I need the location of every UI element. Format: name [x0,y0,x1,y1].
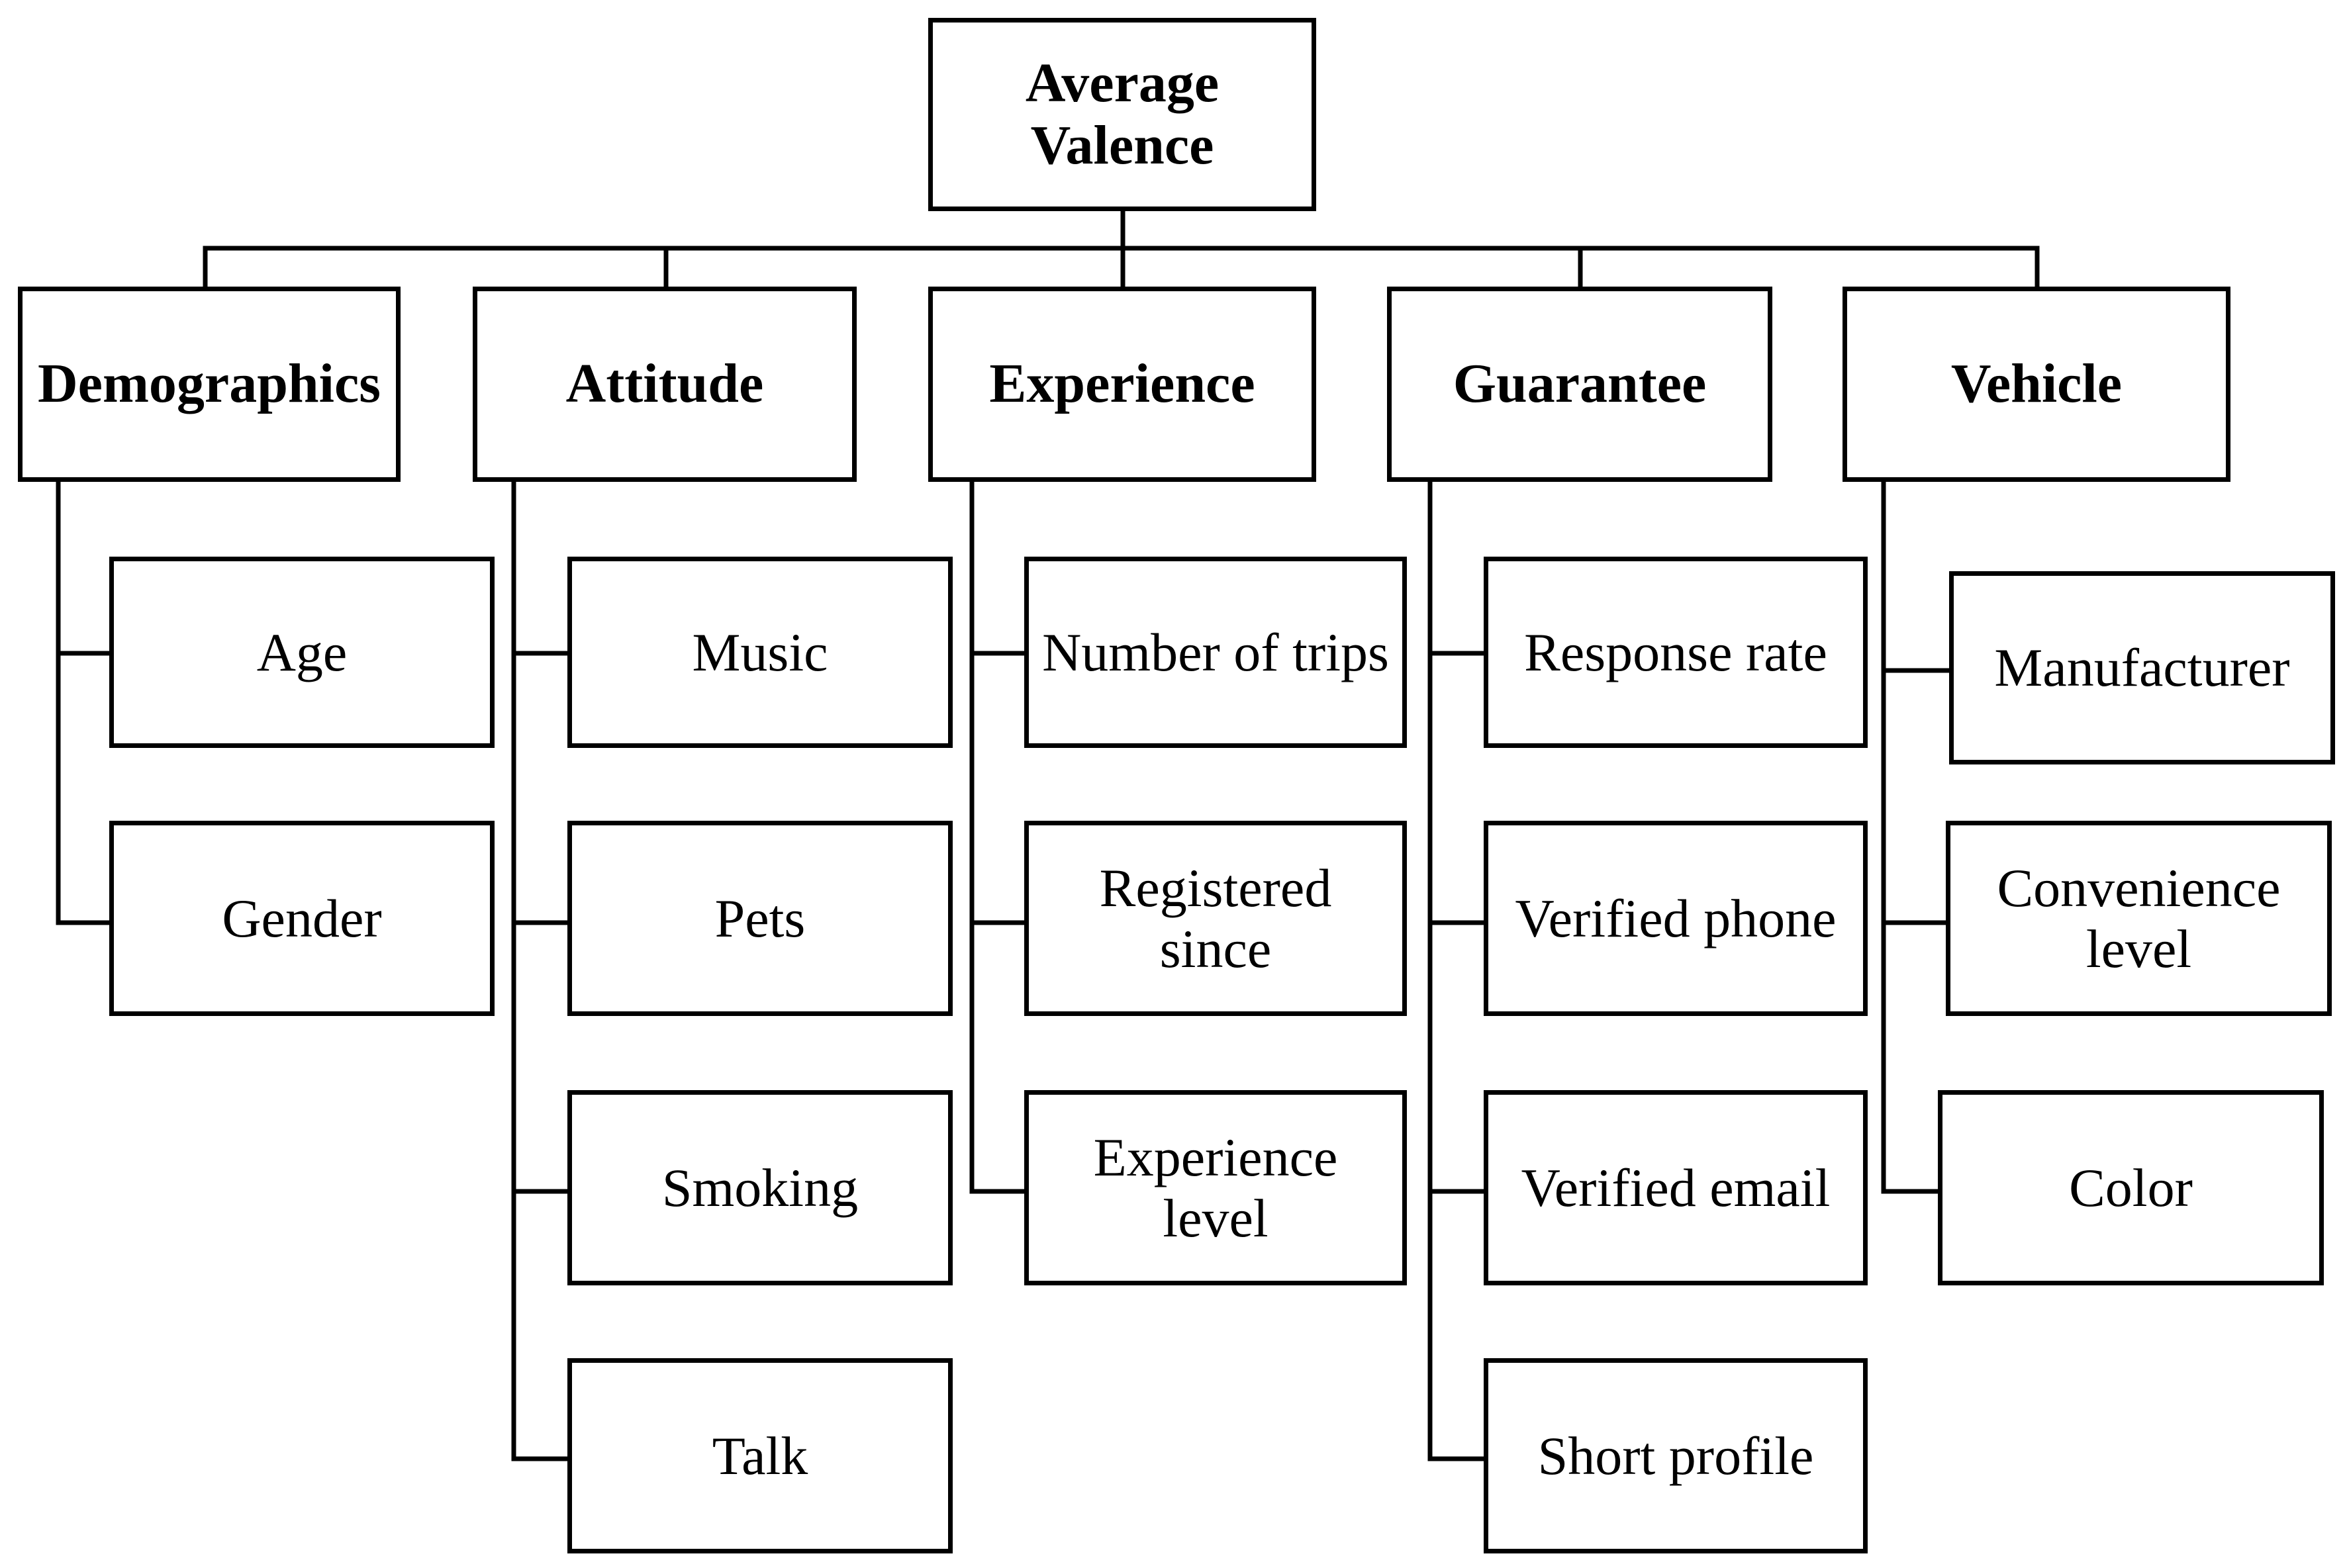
item-age: Age [109,557,495,748]
item-registered-since: Registered since [1024,821,1407,1016]
item-response-rate: Response rate [1484,557,1868,748]
category-attitude: Attitude [473,287,857,482]
item-music: Music [567,557,953,748]
category-guarantee: Guarantee [1387,287,1772,482]
item-smoking: Smoking [567,1090,953,1285]
item-manufacturer: Manufacturer [1949,571,2335,764]
item-verified-email: Verified email [1484,1090,1868,1285]
item-short-profile: Short profile [1484,1358,1868,1553]
item-talk: Talk [567,1358,953,1553]
item-number-of-trips: Number of trips [1024,557,1407,748]
root-node: Average Valence [928,18,1316,211]
item-pets: Pets [567,821,953,1016]
item-experience-level: Experience level [1024,1090,1407,1285]
item-verified-phone: Verified phone [1484,821,1868,1016]
category-vehicle: Vehicle [1843,287,2230,482]
item-color: Color [1938,1090,2324,1285]
item-convenience-level: Convenience level [1946,821,2332,1016]
item-gender: Gender [109,821,495,1016]
category-experience: Experience [928,287,1316,482]
category-demographics: Demographics [18,287,401,482]
